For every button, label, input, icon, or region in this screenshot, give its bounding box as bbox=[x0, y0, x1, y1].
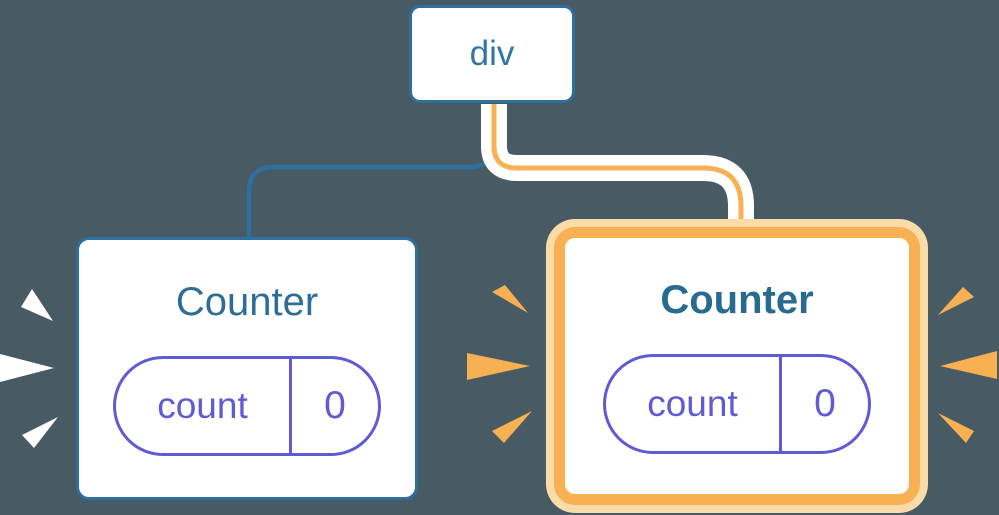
state-key-label: count bbox=[606, 357, 782, 451]
burst-wedge-icon bbox=[938, 287, 974, 315]
root-div-node: div bbox=[409, 5, 575, 103]
edge-div-to-left-counter bbox=[246, 104, 495, 240]
counter-card-left: Counter count 0 bbox=[76, 237, 418, 500]
burst-wedge-icon bbox=[940, 351, 997, 379]
burst-wedge-icon bbox=[938, 413, 974, 443]
burst-wedge-icon bbox=[0, 354, 54, 382]
root-div-label: div bbox=[469, 34, 515, 73]
burst-wedge-icon bbox=[492, 285, 528, 313]
edge-div-to-right-counter-casing bbox=[481, 104, 754, 223]
edge-div-to-right-counter bbox=[491, 104, 744, 240]
state-value: 0 bbox=[814, 382, 836, 425]
burst-wedge-icon bbox=[492, 411, 532, 443]
spark-bursts-right-of-right-counter bbox=[938, 287, 997, 443]
burst-wedge-icon bbox=[21, 289, 53, 321]
spark-bursts-left-of-right-counter bbox=[467, 285, 532, 443]
state-pill: count 0 bbox=[603, 354, 871, 454]
counter-title: Counter bbox=[175, 280, 319, 324]
state-key-label: count bbox=[116, 359, 292, 453]
counter-title: Counter bbox=[660, 278, 814, 322]
burst-wedge-icon bbox=[467, 353, 530, 380]
counter-card-right-highlighted: Counter count 0 bbox=[554, 227, 920, 505]
state-value: 0 bbox=[324, 384, 346, 427]
poof-bursts-left-counter bbox=[0, 289, 58, 448]
burst-wedge-icon bbox=[22, 417, 58, 448]
state-pill: count 0 bbox=[113, 356, 381, 456]
